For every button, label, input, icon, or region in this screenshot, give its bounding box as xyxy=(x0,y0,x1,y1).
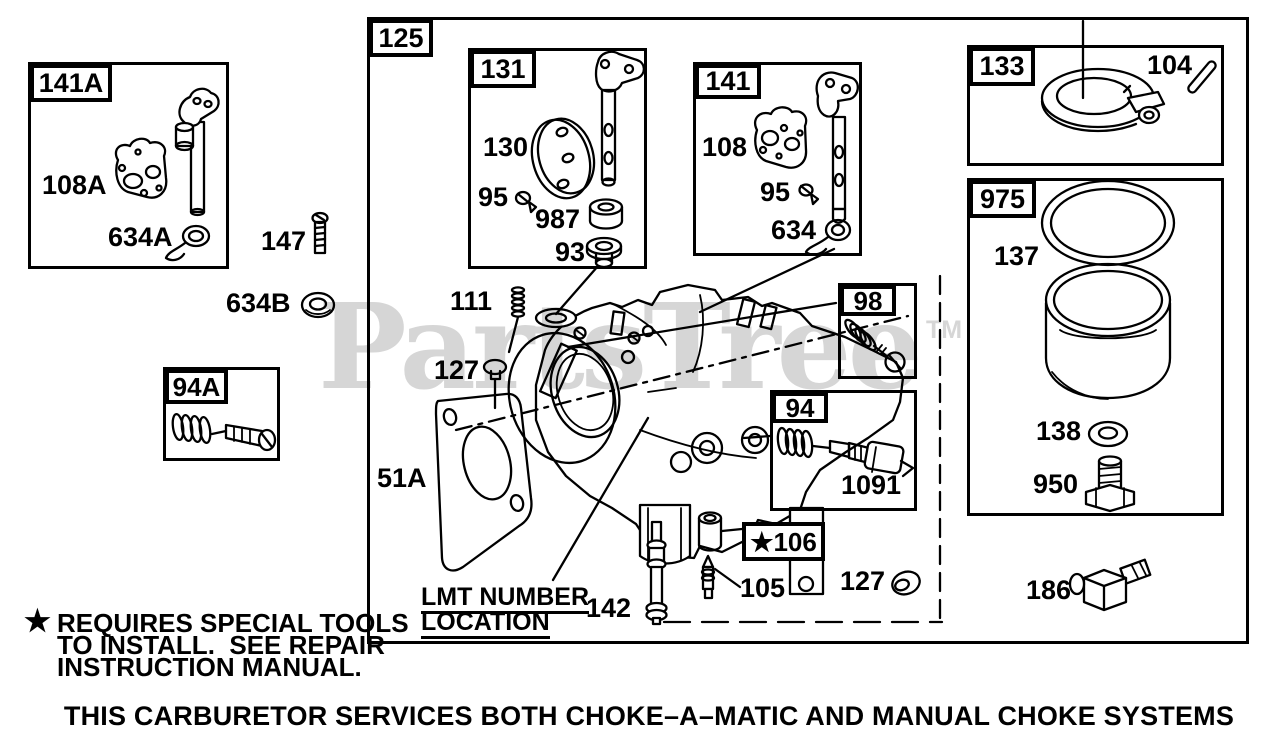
choke-plate-108A-drawing xyxy=(114,137,168,199)
part-label-138: 138 xyxy=(1036,416,1082,446)
part-label-127-bowl: 127 xyxy=(840,566,886,596)
idle-mixture-valve-94A-drawing xyxy=(171,412,277,452)
part-label-93: 93 xyxy=(555,237,586,267)
group-label-133: 133 xyxy=(969,47,1035,86)
part-label-108: 108 xyxy=(702,132,748,162)
inlet-needle-105-drawing xyxy=(700,554,716,600)
screw-95-choke-drawing xyxy=(798,183,820,206)
part-label-634: 634 xyxy=(771,215,817,245)
choke-lever-drawing xyxy=(174,87,220,217)
nozzle-142-drawing xyxy=(645,520,668,626)
part-label-987: 987 xyxy=(535,204,581,234)
group-box-141A xyxy=(28,62,229,269)
part-label-111: 111 xyxy=(450,286,493,316)
throttle-shaft-drawing xyxy=(594,50,646,187)
part-label-95-throttle: 95 xyxy=(478,182,509,212)
group-label-94: 94 xyxy=(772,392,828,423)
special-note-line1: REQUIRES SPECIAL TOOLS xyxy=(57,608,409,638)
plug-127-bowl-drawing xyxy=(891,570,921,596)
washer-138-drawing xyxy=(1087,420,1129,448)
star-icon: ★ xyxy=(24,605,51,638)
group-label-98: 98 xyxy=(840,285,896,316)
choke-shaft-drawing xyxy=(815,71,859,224)
group-label-141: 141 xyxy=(695,64,761,99)
spring-634A-drawing xyxy=(164,224,211,262)
group-box-133 xyxy=(967,45,1224,166)
main-jet-106-drawing xyxy=(697,511,723,552)
spring-111-drawing xyxy=(510,286,526,318)
float-bowl-drawing xyxy=(1044,262,1172,400)
group-label-125: 125 xyxy=(369,19,433,57)
elbow-fitting-186-drawing xyxy=(1068,558,1152,612)
spring-634-drawing xyxy=(804,218,852,256)
screw-147-drawing xyxy=(311,211,329,255)
part-label-95-choke: 95 xyxy=(760,177,791,207)
lmt-note-line2: LOCATION xyxy=(421,609,550,640)
gasket-51A-drawing xyxy=(434,392,533,572)
special-note-line3: INSTRUCTION MANUAL. xyxy=(57,652,362,682)
part-label-105: 105 xyxy=(740,573,786,603)
part-label-51A: 51A xyxy=(377,463,427,493)
seal-987-drawing xyxy=(588,198,624,230)
float-pin-104-drawing xyxy=(1187,60,1217,94)
group-box-98 xyxy=(838,283,917,379)
choke-plate-108-drawing xyxy=(753,106,808,169)
part-label-186: 186 xyxy=(1026,575,1072,605)
footer-caption: THIS CARBURETOR SERVICES BOTH CHOKE–A–MA… xyxy=(63,701,1235,731)
group-box-141 xyxy=(693,62,862,256)
part-label-127-body: 127 xyxy=(434,355,480,385)
group-box-125 xyxy=(367,17,1249,644)
special-note-line2: TO INSTALL. SEE REPAIR xyxy=(57,630,385,660)
part-label-142: 142 xyxy=(586,593,632,623)
group-box-94 xyxy=(770,390,917,511)
lmt-note-line1: LMT NUMBER xyxy=(421,584,590,615)
bowl-bolt-950-drawing xyxy=(1084,455,1136,513)
group-box-131 xyxy=(468,48,647,269)
part-label-147: 147 xyxy=(261,226,307,256)
part-label-104: 104 xyxy=(1147,50,1193,80)
group-label-141A: 141A xyxy=(30,64,112,102)
group-box-975 xyxy=(967,178,1224,516)
group-label-94A: 94A xyxy=(165,369,228,404)
part-label-634A: 634A xyxy=(108,222,173,252)
part-label-137: 137 xyxy=(994,241,1040,271)
float-133-drawing xyxy=(1040,67,1166,133)
part-label-1091: 1091 xyxy=(841,470,902,500)
group-label-131: 131 xyxy=(470,50,536,88)
part-label-130: 130 xyxy=(483,132,529,162)
washer-634B-drawing xyxy=(300,291,336,319)
leader-lines xyxy=(493,19,1085,589)
centerline-dashes xyxy=(454,274,944,624)
part-label-108A: 108A xyxy=(42,170,107,200)
group-label-975: 975 xyxy=(969,180,1036,218)
part-label-950: 950 xyxy=(1033,469,1079,499)
part-label-634B: 634B xyxy=(226,288,291,318)
group-box-94A xyxy=(163,367,280,461)
group-label-106: ★106 xyxy=(742,522,825,561)
throttle-plate-130-drawing xyxy=(530,117,596,200)
screw-95-throttle-drawing xyxy=(514,190,538,214)
